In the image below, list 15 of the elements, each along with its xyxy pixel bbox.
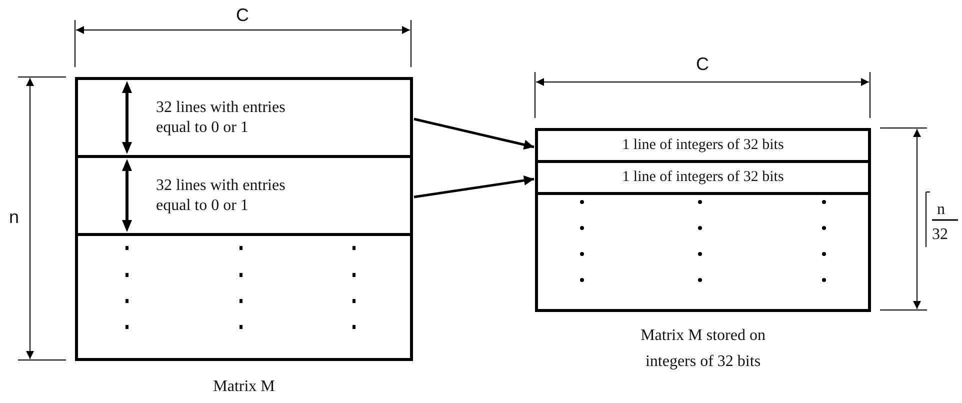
band-text: 1 line of integers of 32 bits — [621, 168, 785, 187]
band-text: 32 lines with entries equal to 0 or 1 — [156, 176, 286, 216]
dimension-label: C — [696, 55, 709, 73]
dimension-label: n — [9, 208, 20, 226]
band-text: 1 line of integers of 32 bits — [621, 136, 785, 155]
arrow — [414, 176, 534, 198]
dimension-label: 32 — [932, 227, 948, 243]
arrow — [414, 118, 534, 150]
dimension-label: C — [236, 6, 249, 24]
matrix-row-band — [78, 158, 410, 236]
band-text: 32 lines with entries equal to 0 or 1 — [156, 98, 286, 138]
matrix-row-band — [78, 80, 410, 158]
dimension-label: n — [937, 202, 945, 218]
matrix-caption: Matrix M stored on integers of 32 bits — [640, 326, 766, 372]
matrix-caption: Matrix M — [212, 377, 276, 397]
